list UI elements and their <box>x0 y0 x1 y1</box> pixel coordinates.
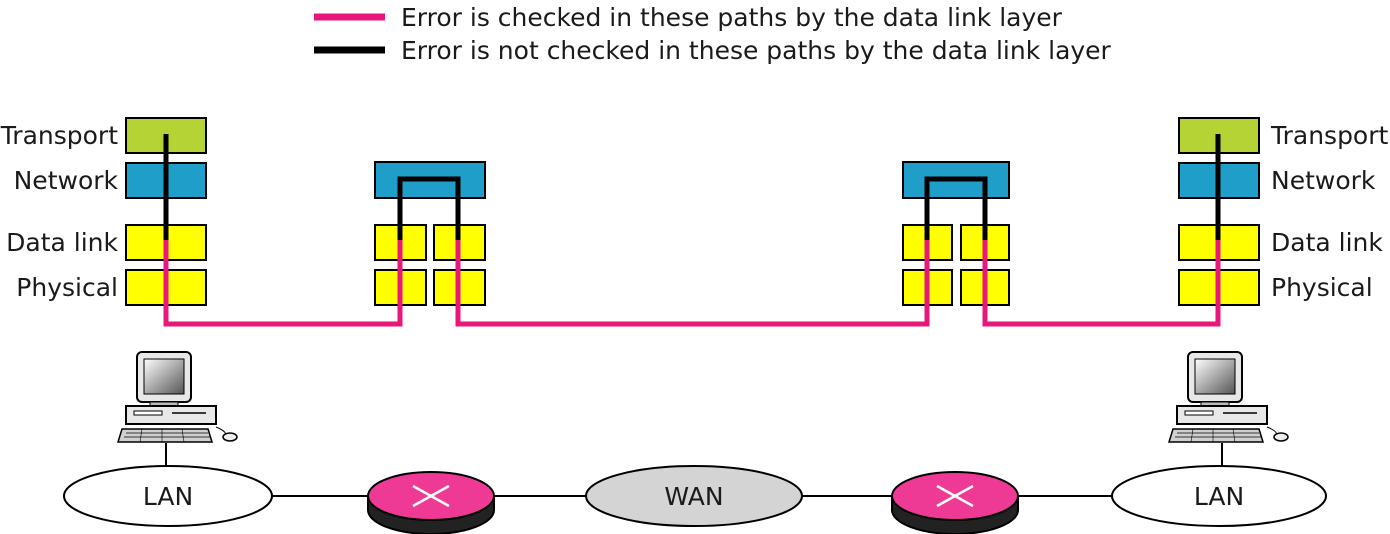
router1-icon <box>367 471 495 534</box>
router2-stack <box>902 161 1010 306</box>
left-data-link-label: Data link <box>6 228 118 257</box>
left-lan: LAN <box>63 465 273 527</box>
left-network-label: Network <box>14 166 119 195</box>
router1-stack <box>374 161 486 306</box>
router2-unchecked-path <box>924 176 988 240</box>
left-lan-label: LAN <box>143 482 193 511</box>
right-network-label: Network <box>1271 166 1376 195</box>
checked-path-right-lan <box>982 240 1221 327</box>
legend-checked-label: Error is checked in these paths by the d… <box>401 3 1063 32</box>
wan: WAN <box>585 465 803 527</box>
right-lan-shape <box>1111 465 1327 527</box>
left-lan-shape <box>63 465 273 527</box>
left-computer-icon <box>116 351 238 443</box>
checked-paths <box>163 240 1221 327</box>
right-physical-label: Physical <box>1271 273 1373 302</box>
left-physical-label: Physical <box>16 273 118 302</box>
checked-path-left-lan <box>163 240 403 327</box>
right-transport-label: Transport <box>1270 121 1389 150</box>
router2-icon <box>891 471 1019 534</box>
router1-unchecked-path <box>397 176 461 240</box>
wan-label: WAN <box>664 482 723 511</box>
wan-shape <box>585 465 803 527</box>
right-lan: LAN <box>1111 465 1327 527</box>
right-computer-icon <box>1167 351 1289 443</box>
left-transport-label: Transport <box>0 121 118 150</box>
right-lan-label: LAN <box>1194 482 1244 511</box>
right-host-stack: Transport Network Data link Physical <box>1178 117 1389 306</box>
legend: Error is checked in these paths by the d… <box>314 3 1112 65</box>
checked-path-wan <box>455 240 930 327</box>
network-links <box>165 443 1223 497</box>
left-host-stack: Transport Network Data link Physical <box>0 117 207 306</box>
unchecked-paths <box>163 134 1221 240</box>
legend-not-checked-label: Error is not checked in these paths by t… <box>401 36 1112 65</box>
right-data-link-label: Data link <box>1271 228 1383 257</box>
